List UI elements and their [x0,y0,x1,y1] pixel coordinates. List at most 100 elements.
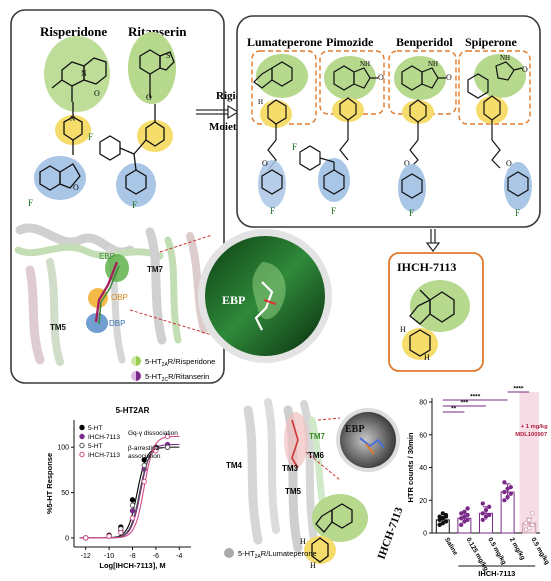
ihch-yellow [402,328,438,360]
dose-point [141,479,147,485]
dose-curve-3 [79,435,180,539]
pimozide-blue [318,158,350,202]
risperidone-f: F [28,198,33,208]
spiperone-skeleton [467,61,523,169]
dose-y-tick-label: 0 [65,535,69,542]
htr-dot [483,507,489,513]
lower-ihch-h1: H [300,537,306,546]
spi-nh: NH [500,54,510,62]
htr-sig-label: *** [461,400,469,407]
htr-sig-label: **** [513,386,524,393]
legend1-text: 5-HT2AR/Risperidone [145,357,215,368]
htr-dot [505,494,510,500]
pim-nh: NH [360,60,370,68]
ritanserin-o: O [146,93,152,102]
htr-dot [462,509,467,514]
htr-dot [480,501,485,506]
dose-legend-label-2: 5-HT [88,443,102,450]
lumateperone-green [256,54,308,98]
ben-nh: NH [428,60,438,68]
ritanserin-green-moiety [128,32,176,104]
lower-ihch-title: IHCH-7113 [376,505,406,561]
dose-x-tick-label: -4 [176,553,182,560]
htr-y-tick-label: 60 [419,432,427,439]
ihch-h1: H [400,325,406,334]
dose-legend-marker-3 [79,451,85,458]
htr-y-label: HTR counts / 30min [406,432,415,502]
htr-annotation-1: + 1 mg/kg [521,424,548,430]
dose-legend-label-3: IHCH-7113 [88,452,120,459]
ebp-label-a: EBP [99,252,115,261]
pimozide-label: Pimozide [326,35,374,49]
ritanserin-phenyls [99,135,147,195]
lower-ihch-yellow [304,536,336,564]
panel-b-frame [236,15,541,228]
dose-point [141,457,147,463]
lower-ihch-h2: H [310,561,316,570]
dose-y-tick-label: 100 [57,445,69,452]
pimozide-phenyls [299,145,345,195]
dose-point [129,497,136,503]
benperidol-yellow [402,100,434,124]
dose-x-label: Log[IHCH-7113], M [99,561,165,570]
ihch-skeleton [409,289,455,357]
dose-legend-marker-2 [79,442,85,449]
pimozide-green [324,56,376,100]
htr-dot [527,525,532,531]
pimozide-yellow [332,98,364,122]
htr-annotation-2: MDL100907 [515,432,547,438]
lower-ihch-skeleton [311,503,353,563]
dose-legend-marker-1 [79,433,85,440]
htr-dot [437,522,442,527]
ben-o: O [446,73,452,82]
legend-risperidone [131,356,141,366]
dose-legend-assay-2: β-arrestin2 [128,445,160,452]
htr-dot [462,514,467,519]
htr-category-label: 2 mg/kg [508,537,526,562]
dose-x-tick-label: -12 [81,553,91,560]
tm5-label-b: TM5 [285,487,302,496]
mdl-highlight [519,392,539,533]
dose-point [106,533,112,539]
risperidone-ring-o: O [73,183,79,192]
risperidone-pip-n: N [70,115,75,123]
ebp-zoom-ligand-o [263,299,277,305]
benperidol-skeleton [401,65,446,169]
lower-zoom-ligand-2 [365,443,375,455]
htr-dot [437,514,442,519]
ritanserin-f2: F [132,200,137,210]
htr-dot [480,511,485,516]
spi-f: F [515,208,520,218]
htr-dot [459,516,464,521]
spiperone-phenyl [507,171,529,197]
htr-dot [530,511,535,516]
tm7-label-a: TM7 [147,265,164,274]
dose-y-tick-label: 50 [61,490,69,497]
legend-ritanserin [131,371,141,381]
htr-y-tick-label: 80 [419,400,427,407]
spi-o2: O [506,159,512,168]
htr-dot [440,521,445,526]
risperidone-piperidine [63,102,83,155]
htr-dot [443,512,449,518]
pim-f2: F [331,206,336,216]
htr-category-label: 0.5 mg/kg [529,537,550,566]
pimozide-rigid-box [319,50,385,115]
spi-o: O [522,65,528,74]
dose-point [118,529,124,536]
dose-curve-0 [79,446,180,539]
htr-y-tick-label: 0 [423,531,427,538]
htr-dot [462,519,467,524]
lower-receptor-structure [243,398,330,553]
down-arrow-head [425,242,441,253]
htr-dot [465,517,470,523]
htr-dot [523,527,529,532]
tm5-label-a: TM5 [50,323,67,332]
spiperone-green [474,54,526,98]
ebp-zoom-label: EBP [222,293,245,307]
dbp-label-a: DBP [109,319,125,328]
lower-zoom-line-1 [317,417,341,421]
tm3-label: TM3 [282,464,299,473]
